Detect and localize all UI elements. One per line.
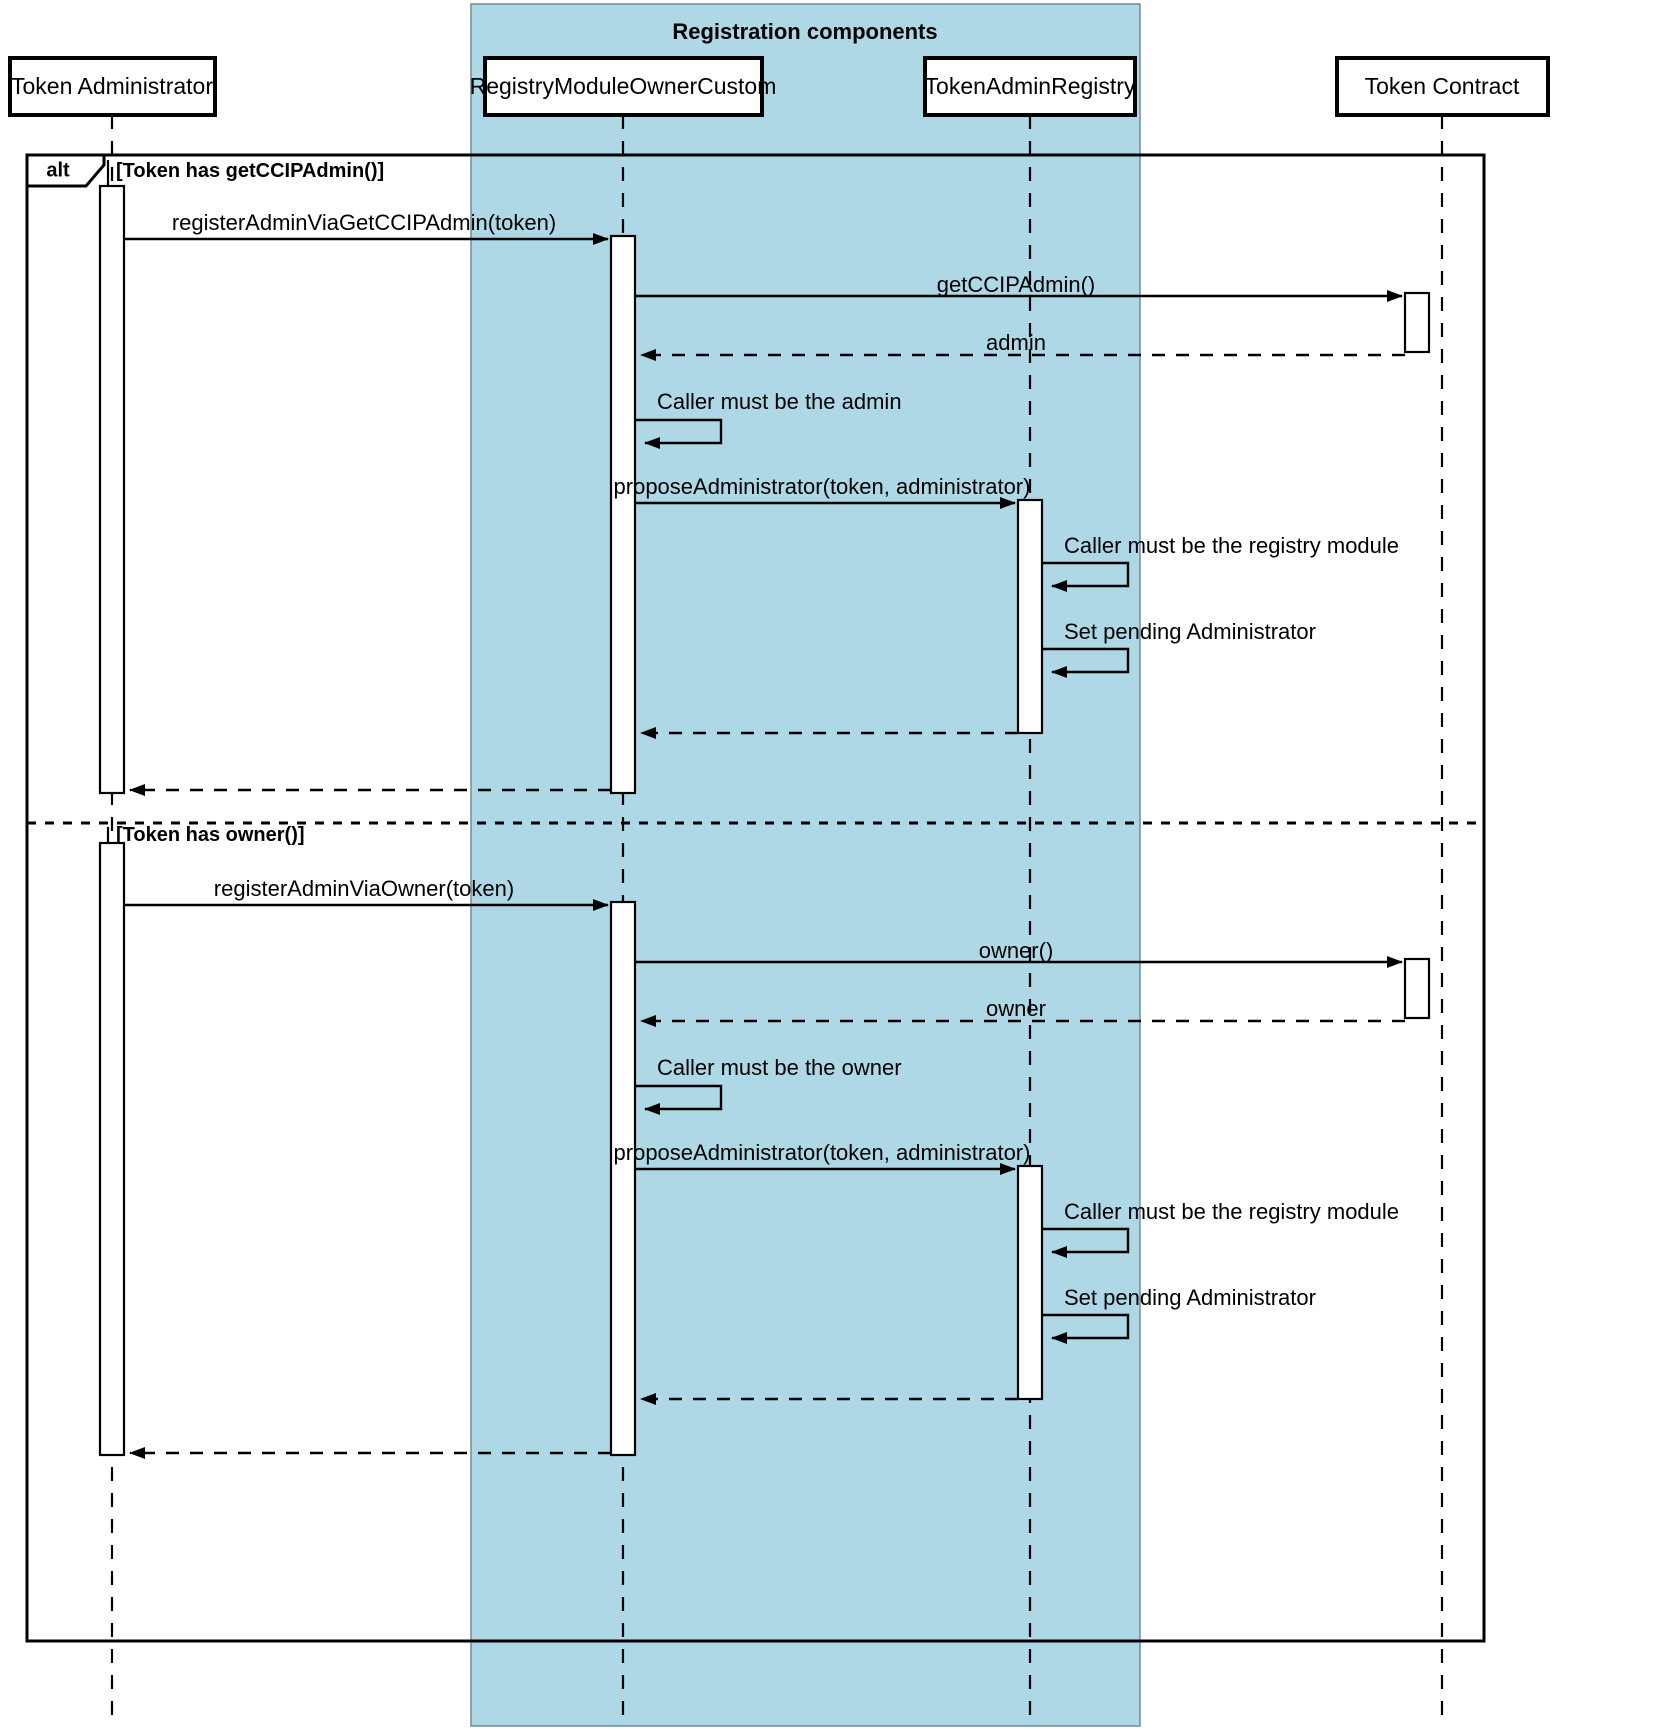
group-box-title: Registration components (672, 19, 937, 44)
activation-token-admin-registry-2 (1016, 1164, 1044, 1401)
activation-registry-module-2 (609, 900, 637, 1457)
message-arrow-caller-must-be-the-owner (635, 1084, 723, 1115)
activation-token-contract-1 (1403, 291, 1431, 354)
group-registration-components: Registration components (470, 3, 1141, 1727)
message-propose-administrator-1: proposeAdministrator(token, administrato… (614, 474, 1031, 509)
message-set-pending-administrator-1: Set pending Administrator (1042, 619, 1316, 678)
message-label-owner-call: owner() (979, 938, 1054, 963)
lifeline-token-contract[interactable]: Token Contract (1335, 56, 1550, 1726)
message-arrow-caller-must-be-registry-module-2 (1042, 1227, 1130, 1258)
alt-fragment-frame: alt [Token has getCCIPAdmin()] [Token ha… (25, 153, 1486, 1643)
message-label-caller-must-be-the-admin: Caller must be the admin (657, 389, 902, 414)
message-caller-must-be-the-owner: Caller must be the owner (635, 1055, 902, 1115)
message-label-propose-administrator-1: proposeAdministrator(token, administrato… (614, 474, 1031, 499)
lifeline-label-token-administrator: Token Administrator (11, 73, 213, 99)
message-label-caller-must-be-registry-module-2: Caller must be the registry module (1064, 1199, 1399, 1224)
alt-frame-rect (25, 153, 1486, 1643)
lifeline-label-registry-module-owner-custom: RegistryModuleOwnerCustom (470, 73, 777, 99)
lifeline-box-token-administrator[interactable] (8, 56, 217, 117)
activation-registry-module-1 (609, 234, 637, 795)
message-label-set-pending-administrator-2: Set pending Administrator (1064, 1285, 1316, 1310)
lifeline-label-token-contract: Token Contract (1365, 73, 1520, 99)
message-label-register-admin-via-owner: registerAdminViaOwner(token) (214, 876, 514, 901)
lifeline-token-admin-registry[interactable]: TokenAdminRegistry (923, 56, 1137, 1726)
lifeline-box-registry-module-owner-custom[interactable] (483, 56, 764, 117)
message-admin-return: admin (640, 330, 1405, 361)
message-get-ccip-admin: getCCIPAdmin() (635, 272, 1403, 302)
message-set-pending-administrator-2: Set pending Administrator (1042, 1285, 1316, 1344)
message-label-owner-return: owner (986, 996, 1046, 1021)
activation-token-contract-2 (1403, 957, 1431, 1020)
message-register-admin-via-owner: registerAdminViaOwner(token) (124, 876, 609, 911)
message-label-caller-must-be-the-owner: Caller must be the owner (657, 1055, 902, 1080)
lifeline-box-token-contract[interactable] (1335, 56, 1550, 117)
message-label-register-admin-via-get-ccip-admin: registerAdminViaGetCCIPAdmin(token) (172, 210, 556, 235)
lifeline-label-token-admin-registry: TokenAdminRegistry (925, 73, 1136, 99)
message-label-set-pending-administrator-1: Set pending Administrator (1064, 619, 1316, 644)
message-arrow-caller-must-be-registry-module-1 (1042, 561, 1130, 592)
message-label-admin-return: admin (986, 330, 1046, 355)
message-arrow-caller-must-be-the-admin (635, 418, 723, 449)
activation-token-administrator-1 (98, 184, 126, 795)
lifeline-box-token-admin-registry[interactable] (923, 56, 1137, 117)
alt-guard-2: [Token has owner()] (116, 824, 305, 846)
message-caller-must-be-the-admin: Caller must be the admin (635, 389, 902, 449)
message-caller-must-be-registry-module-1: Caller must be the registry module (1042, 533, 1399, 592)
group-box-rect (470, 3, 1141, 1727)
message-owner-return: owner (640, 996, 1405, 1027)
alt-operator-label: alt (46, 159, 70, 181)
message-caller-must-be-registry-module-2: Caller must be the registry module (1042, 1199, 1399, 1258)
message-propose-administrator-2: proposeAdministrator(token, administrato… (614, 1140, 1031, 1175)
alt-guard-1: [Token has getCCIPAdmin()] (116, 160, 384, 182)
message-arrow-set-pending-administrator-1 (1042, 647, 1130, 678)
message-owner-call: owner() (635, 938, 1403, 968)
message-label-caller-must-be-registry-module-1: Caller must be the registry module (1064, 533, 1399, 558)
message-arrow-set-pending-administrator-2 (1042, 1313, 1130, 1344)
message-label-get-ccip-admin: getCCIPAdmin() (937, 272, 1096, 297)
activation-token-admin-registry-1 (1016, 498, 1044, 735)
message-label-propose-administrator-2: proposeAdministrator(token, administrato… (614, 1140, 1031, 1165)
alt-frame-tab (25, 153, 106, 188)
activation-token-administrator-2 (98, 841, 126, 1457)
message-register-admin-via-get-ccip-admin: registerAdminViaGetCCIPAdmin(token) (124, 210, 609, 245)
